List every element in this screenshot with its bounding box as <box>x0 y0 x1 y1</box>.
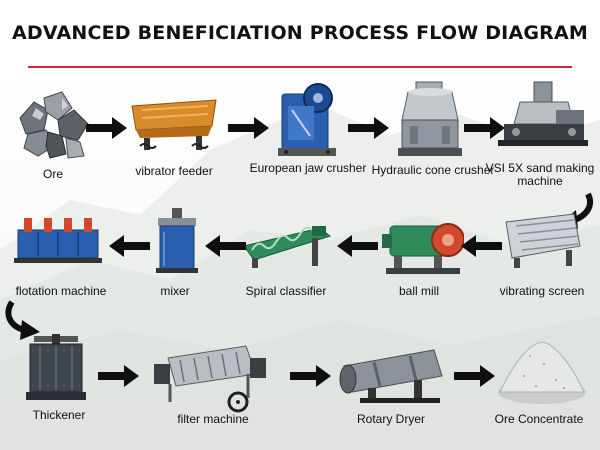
cone-crusher-icon <box>398 81 462 156</box>
spiral-classifier-icon <box>243 226 332 268</box>
label-vibrator-feeder: vibrator feeder <box>135 164 213 178</box>
label-filter-machine: filter machine <box>177 412 249 426</box>
label-vibrating-screen: vibrating screen <box>499 284 585 298</box>
label-mixer: mixer <box>160 284 190 298</box>
label-sand-making: VSI 5X sand making machine <box>485 161 595 188</box>
arrow-cone-to-sand <box>464 117 505 139</box>
jaw-crusher-icon <box>278 83 336 156</box>
filter-machine-icon <box>154 345 266 413</box>
arrow-classifier-to-mixer <box>205 235 246 257</box>
arrow-jaw-to-cone <box>348 117 389 139</box>
thickener-tank-icon <box>26 334 86 400</box>
arrow-mixer-to-flotation <box>109 235 150 257</box>
arrow-filter-to-dryer <box>290 365 331 387</box>
arrow-ore-to-feeder <box>86 117 127 139</box>
node-vibrator-feeder <box>128 96 220 154</box>
flotation-machine-icon <box>14 218 102 263</box>
node-rotary-dryer <box>334 346 450 406</box>
label-cone-crusher: Hydraulic cone crusher <box>371 163 495 177</box>
node-ore <box>14 88 92 160</box>
node-ball-mill <box>380 210 464 276</box>
arrow-thickener-to-filter <box>98 365 139 387</box>
node-ore-concentrate <box>494 336 588 408</box>
label-rotary-dryer: Rotary Dryer <box>356 412 425 426</box>
vibrator-feeder-icon <box>131 99 217 150</box>
arrow-ballmill-to-classifier <box>337 235 378 257</box>
node-mixer <box>154 208 200 274</box>
concentrate-powder-icon <box>498 341 586 404</box>
title-underline <box>28 66 572 68</box>
ore-rocks-icon <box>19 91 89 159</box>
sand-making-machine-icon <box>498 81 588 146</box>
mixer-tank-icon <box>156 208 198 273</box>
arrow-screen-to-ballmill <box>461 235 502 257</box>
label-ore-concentrate: Ore Concentrate <box>494 412 584 426</box>
label-ore: Ore <box>42 167 63 181</box>
ball-mill-icon <box>382 223 464 274</box>
node-filter-machine <box>150 344 270 414</box>
vibrating-screen-icon <box>505 213 581 268</box>
diagram-title: ADVANCED BENEFICIATION PROCESS FLOW DIAG… <box>11 22 588 44</box>
node-sand-making <box>494 80 590 150</box>
label-ball-mill: ball mill <box>398 284 439 298</box>
node-cone-crusher <box>396 80 464 160</box>
label-spiral-classifier: Spiral classifier <box>245 284 327 298</box>
arrow-dryer-to-concentrate <box>454 365 495 387</box>
label-thickener: Thickener <box>32 408 86 422</box>
label-jaw-crusher: European jaw crusher <box>249 161 367 175</box>
arrow-flotation-to-thickener-curve <box>5 300 40 340</box>
node-jaw-crusher <box>276 80 340 160</box>
rotary-dryer-icon <box>339 349 443 403</box>
node-flotation-machine <box>14 214 102 264</box>
node-vibrating-screen <box>502 212 582 270</box>
node-thickener <box>24 334 88 402</box>
arrow-feeder-to-jaw <box>228 117 269 139</box>
label-flotation-machine: flotation machine <box>15 284 107 298</box>
node-spiral-classifier <box>242 224 332 270</box>
